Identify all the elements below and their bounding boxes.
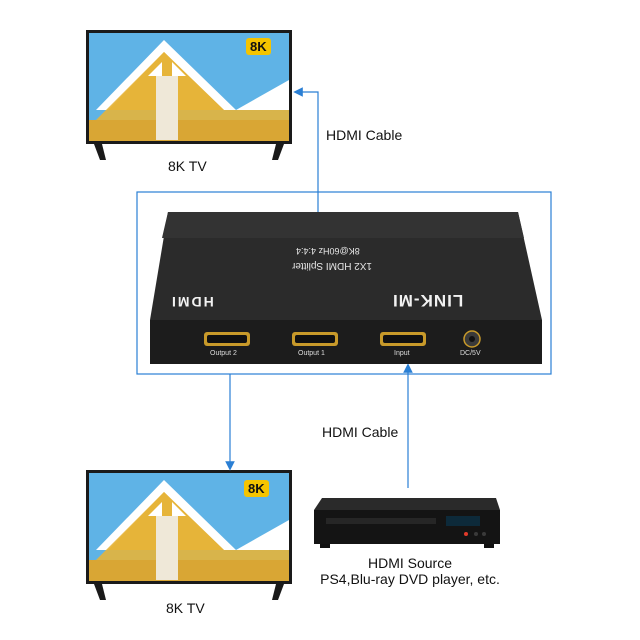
splitter-logo: HDMI [170, 294, 214, 310]
port-label-output-2: Output 2 [210, 350, 237, 357]
hdmi-source-title: HDMI Source [367, 555, 453, 571]
splitter-spec: 8K@60Hz 4:4:4 [296, 246, 360, 256]
top-tv: 8K [86, 30, 292, 164]
splitter-brand: LINK-MI [392, 291, 464, 310]
dvd-player-illustration [314, 498, 500, 548]
bottom-tv-label: 8K TV [166, 600, 205, 616]
port-label-dc: DC/5V [460, 350, 481, 357]
port-label-input: Input [394, 350, 410, 357]
hdmi-source-subtitle: PS4,Blu-ray DVD player, etc. [320, 571, 500, 587]
splitter-frame [136, 191, 552, 375]
top-tv-label: 8K TV [168, 158, 207, 174]
tv-8k-badge: 8K [244, 480, 269, 497]
splitter-model: 1X2 HDMI Splitter [292, 260, 373, 271]
bottom-cable-label: HDMI Cable [322, 424, 399, 440]
hdmi-source-device [312, 494, 502, 552]
splitter-illustration [150, 212, 542, 364]
top-cable-label: HDMI Cable [326, 127, 403, 143]
port-label-output-1: Output 1 [298, 350, 325, 357]
tv-8k-badge: 8K [246, 38, 271, 55]
bottom-tv: 8K [86, 470, 292, 604]
hdmi-splitter: LINK-MI HDMI 1X2 HDMI Splitter 8K@60Hz 4… [146, 208, 544, 368]
